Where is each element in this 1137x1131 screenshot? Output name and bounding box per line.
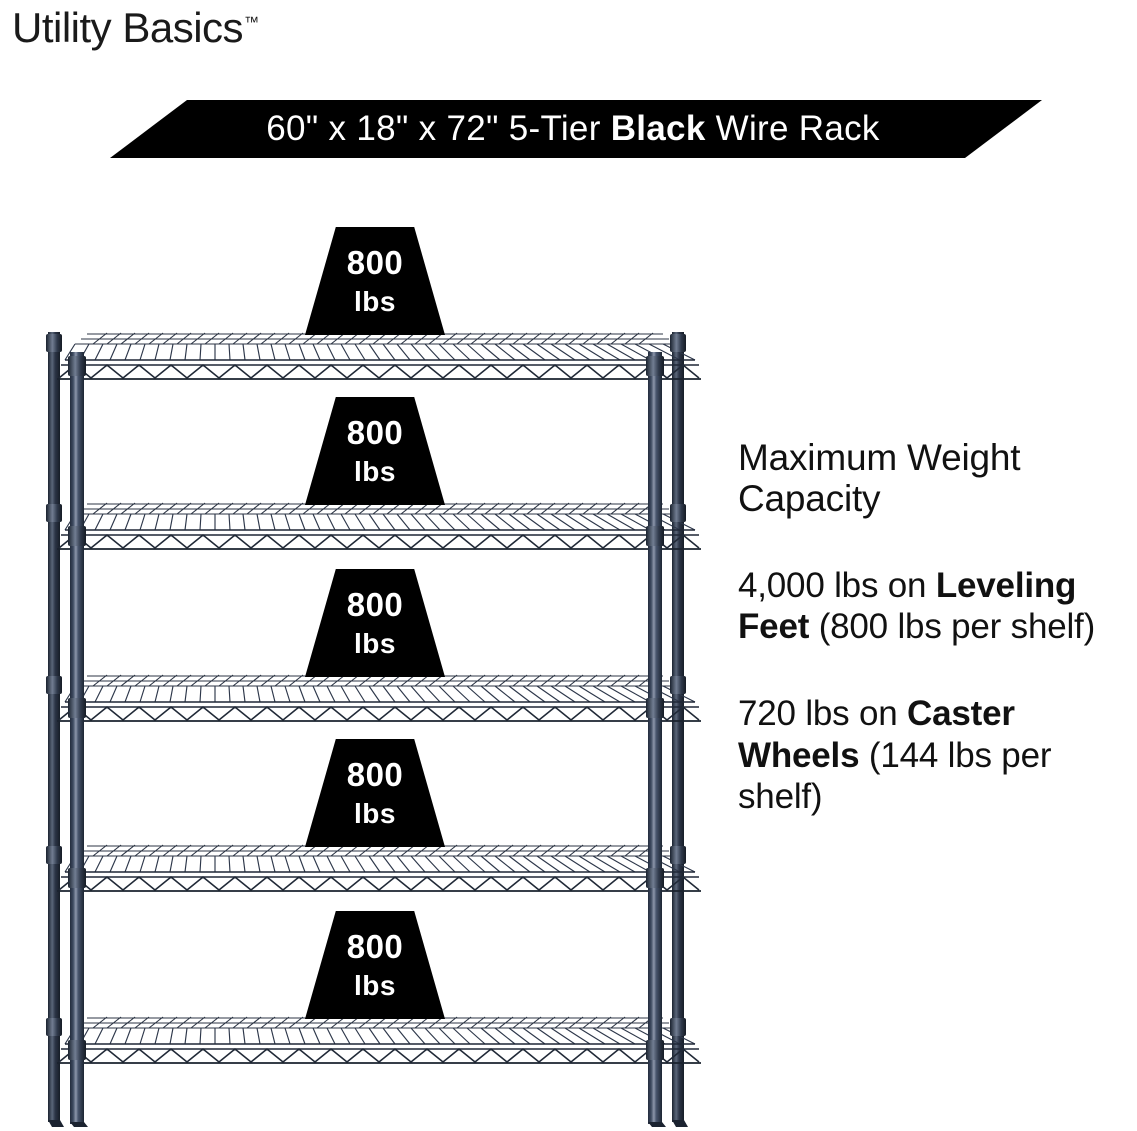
leveling-bold: Leveling Feet [738,565,1077,647]
caster-wheels-capacity: 720 lbs on Caster Wheels (144 lbs per sh… [738,693,1130,817]
weight-badge-tier-1: 800 lbs [305,227,445,335]
weight-badge-tier-5: 800 lbs [305,911,445,1019]
caster-bold: Caster Wheels [738,694,1015,775]
wire-rack-illustration: 800 lbs 800 lbs 800 lbs 800 lbs 800 lbs [30,222,720,1127]
shelf-tier-2 [56,502,702,550]
weight-badge-tier-2: 800 lbs [305,397,445,505]
badge-value-5: 800 [346,928,404,965]
product-title-text: 60" x 18" x 72" 5-Tier Black Wire Rack [266,109,879,149]
badge-unit-4: lbs [354,798,396,829]
brand-name: Utility Basics [12,4,244,51]
capacity-info-panel: Maximum Weight Capacity 4,000 lbs on Lev… [738,437,1130,817]
capacity-heading: Maximum Weight Capacity [738,437,1021,520]
banner-bold-word: Black [610,109,706,148]
shelf-tier-1 [56,332,702,380]
post-collars [46,334,686,1060]
product-title-banner: 60" x 18" x 72" 5-Tier Black Wire Rack [110,100,1042,158]
leveling-feet-capacity: 4,000 lbs on Leveling Feet (800 lbs per … [738,565,1130,648]
shelf-tier-5 [56,1016,702,1064]
badge-unit-5: lbs [354,970,396,1001]
badge-unit-3: lbs [354,628,396,659]
banner-prefix: 60" x 18" x 72" 5-Tier [266,109,611,148]
trademark-symbol: ™ [244,14,260,31]
badge-unit-2: lbs [354,456,396,487]
shelf-tier-4 [56,844,702,892]
caster-tail: (144 lbs per shelf) [738,735,1052,817]
weight-badge-tier-3: 800 lbs [305,569,445,677]
badge-value-2: 800 [346,414,404,451]
badge-value-3: 800 [346,586,404,623]
rack-drawing [46,332,702,1127]
badge-value-1: 800 [346,244,404,281]
badge-value-4: 800 [346,756,404,793]
banner-suffix: Wire Rack [705,109,880,148]
weight-badge-tier-4: 800 lbs [305,739,445,847]
brand-logo: Utility Basics™ [12,4,259,52]
leveling-lead: 4,000 lbs on [738,565,936,605]
badge-unit-1: lbs [354,286,396,317]
leveling-feet [48,1120,688,1127]
shelf-tier-3 [56,674,702,722]
caster-lead: 720 lbs on [738,694,908,734]
leveling-tail: (800 lbs per shelf) [809,607,1096,647]
